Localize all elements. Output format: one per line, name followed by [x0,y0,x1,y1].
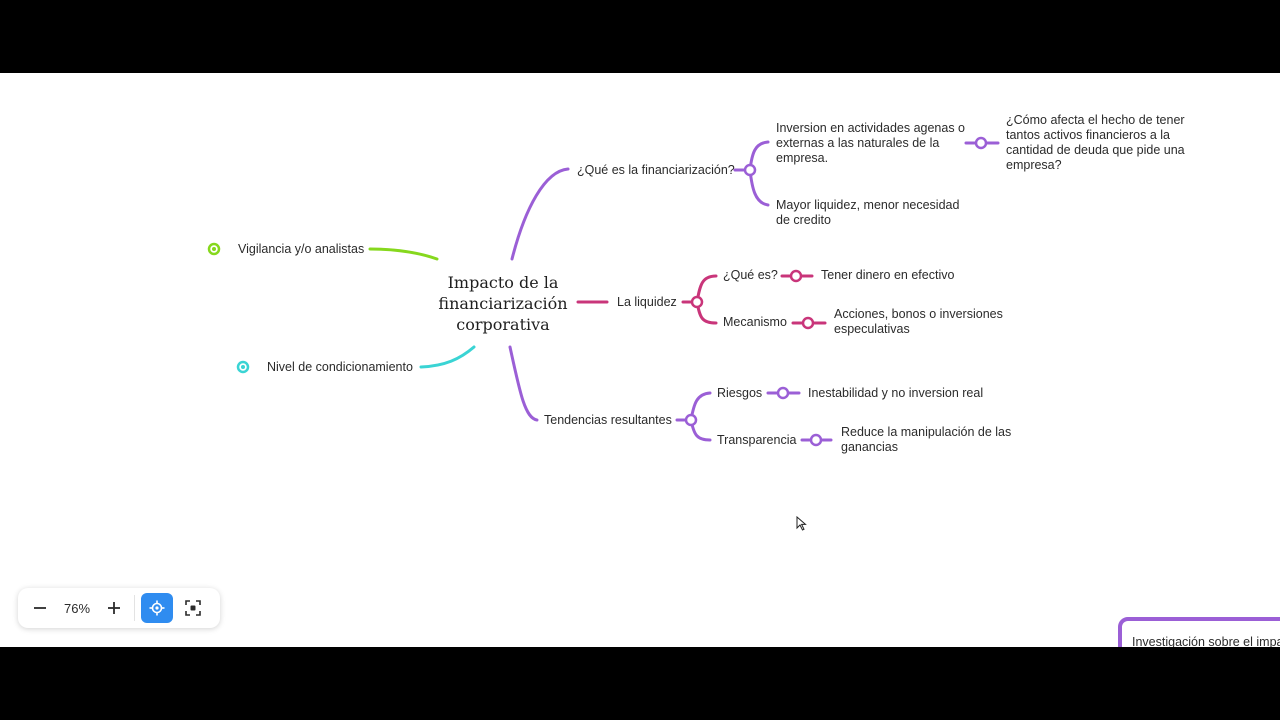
node-vigilancia[interactable]: Vigilancia y/o analistas [238,242,365,256]
collapse-toggle [776,386,790,400]
zoom-out-button[interactable] [26,594,54,622]
collapse-toggle [743,163,757,177]
collapse-toggle [684,413,698,427]
side-card[interactable]: Investigación sobre el impa [1118,617,1280,647]
node-nivel-condicionamiento[interactable]: Nivel de condicionamiento [267,360,413,374]
collapse-toggle [809,433,823,447]
node-que-es-financiarizacion[interactable]: ¿Qué es la financiarización? [577,163,735,177]
mindmap-canvas[interactable]: Impacto de la financiarización corporati… [0,73,1280,647]
node-reduce-manipulacion[interactable]: Reduce la manipulación de las ganancias [841,425,1012,454]
zoom-in-button[interactable] [100,594,128,622]
mouse-cursor-icon [796,516,807,531]
node-riesgos[interactable]: Riesgos [717,386,763,400]
node-inestabilidad[interactable]: Inestabilidad y no inversion real [808,386,984,400]
fit-screen-button[interactable] [179,594,207,622]
collapse-toggle [690,295,704,309]
node-que-es[interactable]: ¿Qué es? [723,268,778,282]
zoom-level: 76% [63,600,91,616]
side-card-text: Investigación sobre el impa [1132,635,1280,647]
node-tener-dinero[interactable]: Tener dinero en efectivo [821,268,955,282]
node-tendencias-resultantes[interactable]: Tendencias resultantes [544,413,672,427]
node-mecanismo[interactable]: Mecanismo [723,315,787,329]
plus-icon [108,602,120,614]
node-como-afecta[interactable]: ¿Cómo afecta el hecho de tener tantos ac… [1006,113,1185,172]
node-la-liquidez[interactable]: La liquidez [617,295,677,309]
node-transparencia[interactable]: Transparencia [717,433,797,447]
collapse-toggle [801,316,815,330]
node-mayor-liquidez[interactable]: Mayor liquidez, menor necesidad de credi… [776,198,960,227]
fit-screen-icon [185,600,201,616]
minus-icon [34,607,46,609]
collapse-toggle [789,269,803,283]
toolbar-divider [134,595,135,621]
locate-button[interactable] [141,593,173,623]
central-node[interactable]: Impacto de la financiarización corporati… [438,273,568,334]
zoom-toolbar: 76% [18,588,220,628]
mindmap-connectors [207,136,1000,447]
locate-icon [149,600,165,616]
node-acciones-bonos[interactable]: Acciones, bonos o inversiones especulati… [834,307,1003,336]
collapse-toggle [974,136,988,150]
node-inversion-actividades[interactable]: Inversion en actividades agenas o extern… [776,121,966,165]
